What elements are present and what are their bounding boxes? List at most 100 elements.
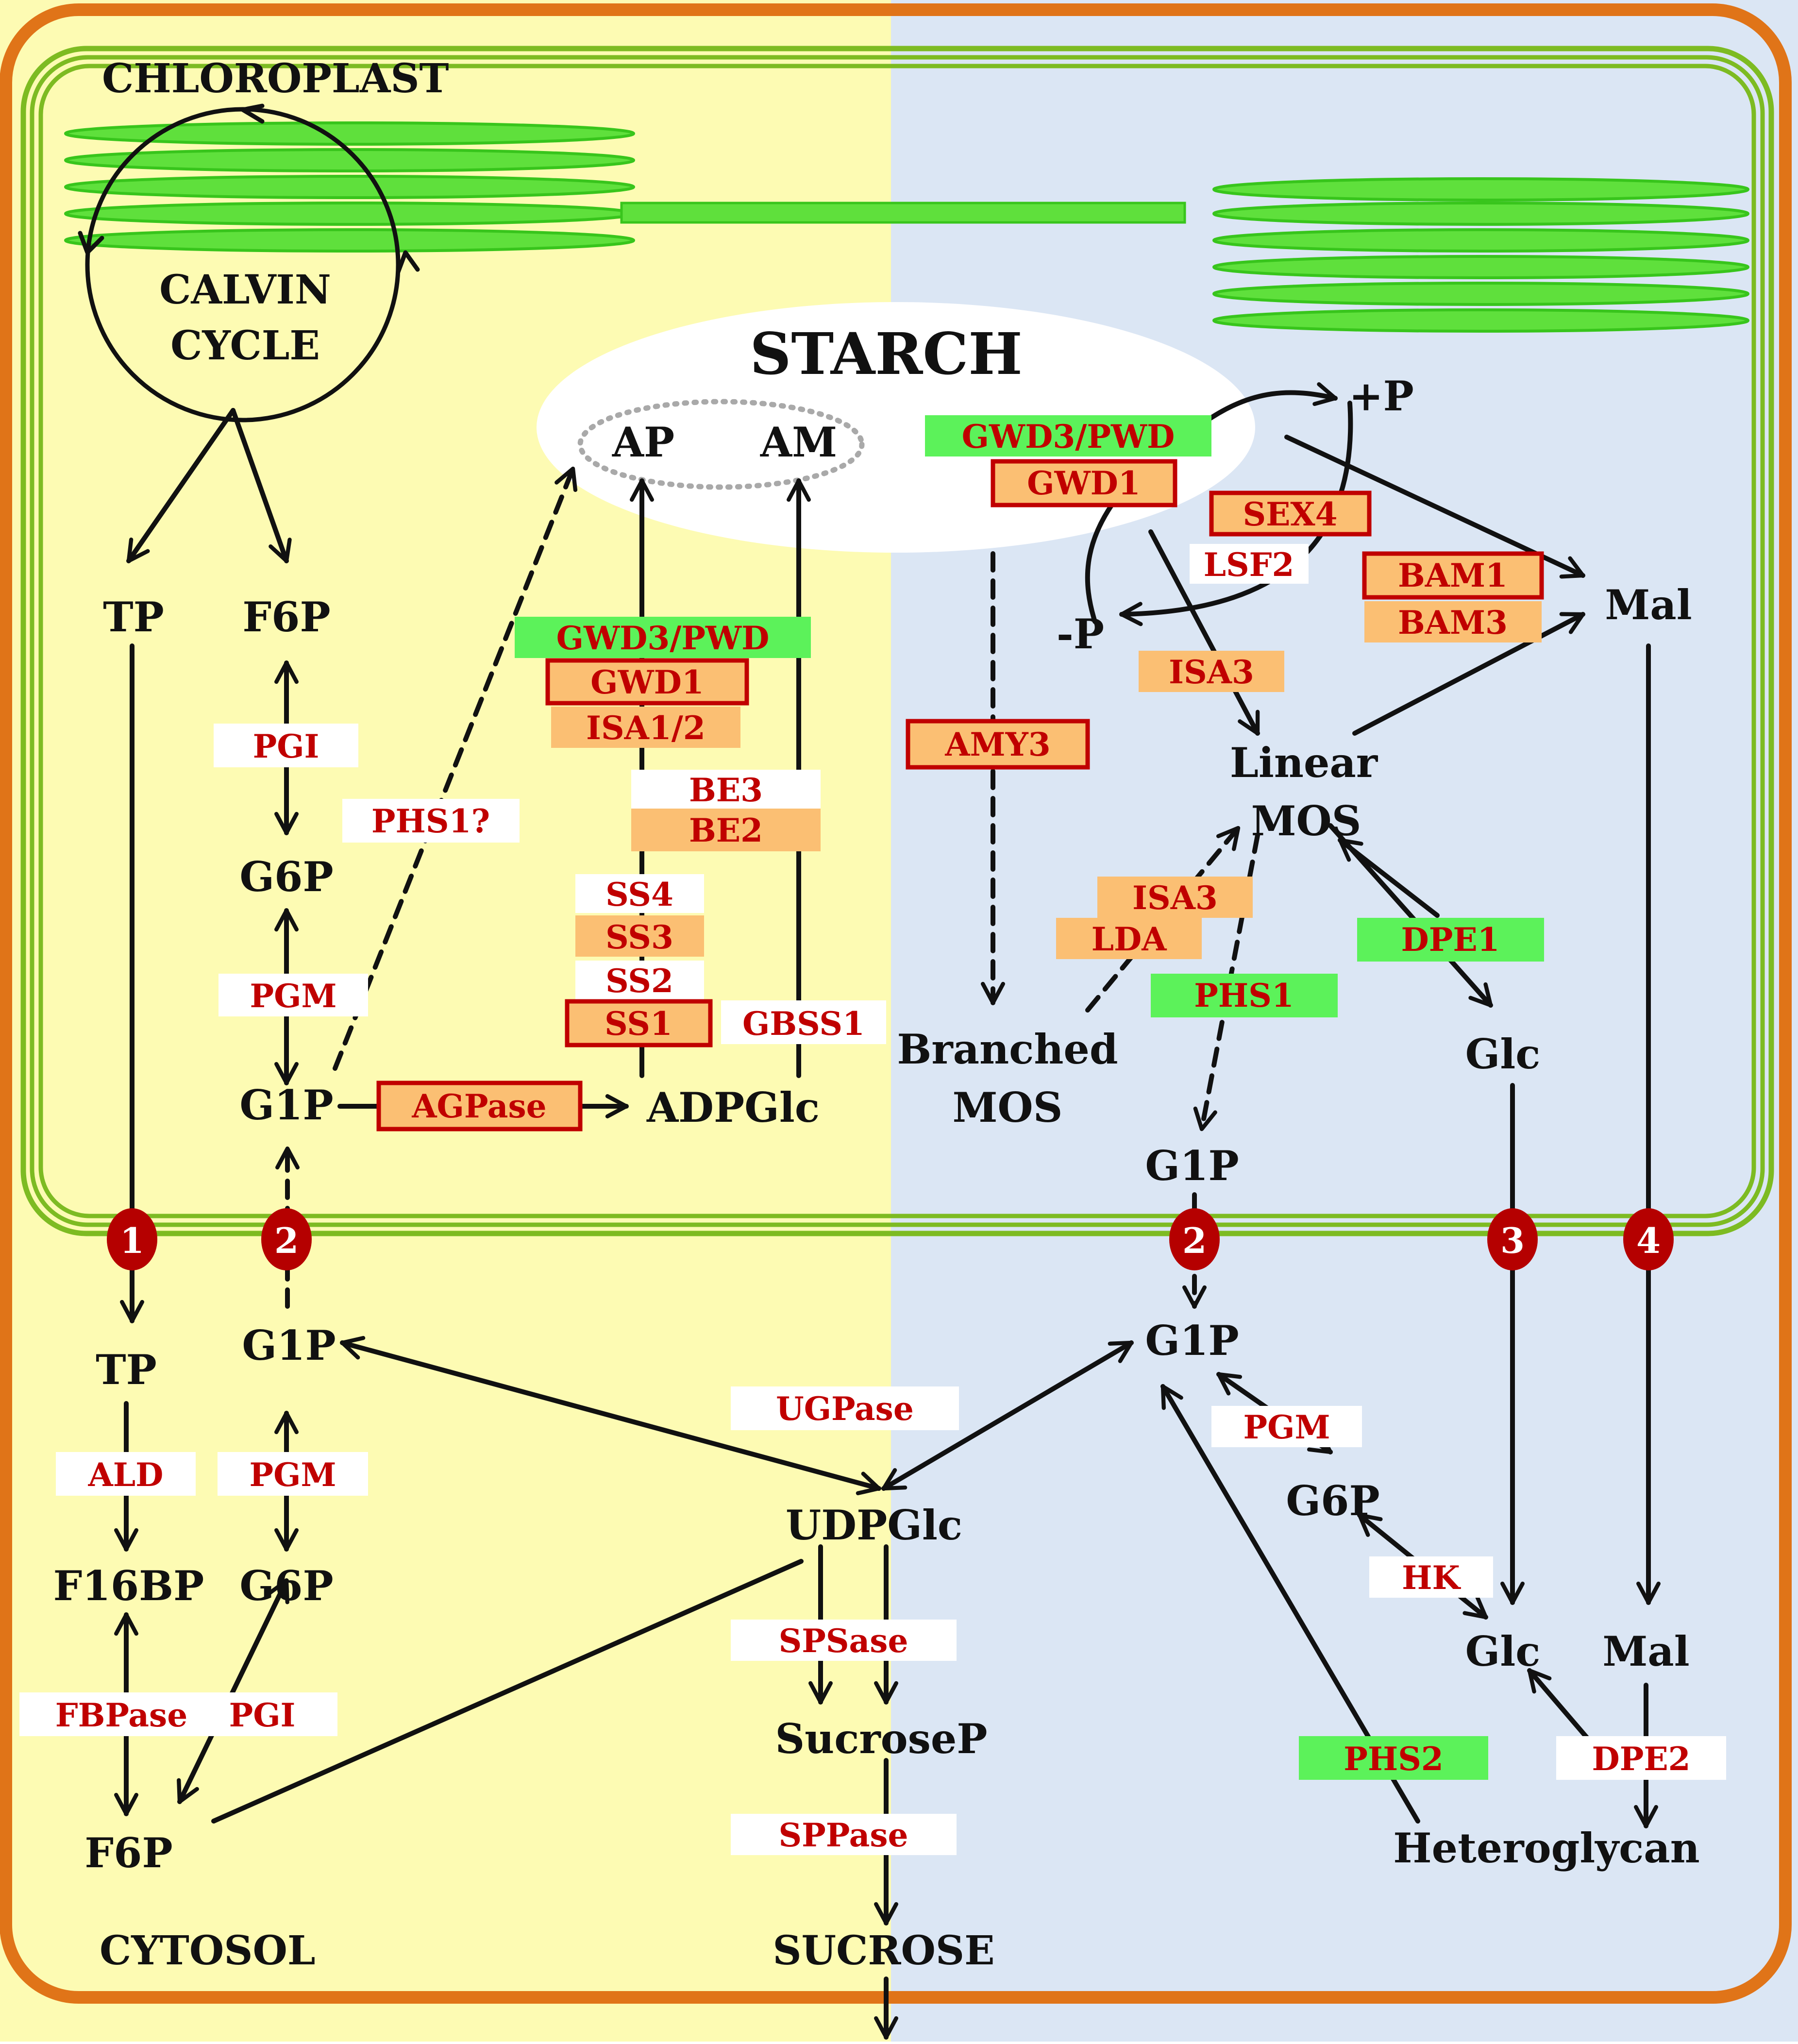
chloroplast-envelope bbox=[20, 46, 1774, 1236]
transporter-3-label: 3 bbox=[1500, 1220, 1525, 1261]
enzyme-label: ISA3 bbox=[1169, 653, 1254, 691]
enzyme-label: DPE1 bbox=[1401, 921, 1499, 959]
thylakoid-stack-right bbox=[1212, 177, 1749, 333]
transporter-2-right: 2 bbox=[1169, 1208, 1220, 1270]
enzyme-ald: ALD bbox=[56, 1452, 196, 1496]
enzyme-ss4: SS4 bbox=[575, 874, 704, 913]
metabolite-glc-chl: Glc bbox=[1465, 1030, 1541, 1078]
starch-label: STARCH bbox=[750, 320, 1023, 388]
enzyme-label: FBPase bbox=[55, 1696, 187, 1734]
transporter-3: 3 bbox=[1487, 1208, 1538, 1270]
enzyme-amy3: AMY3 bbox=[906, 719, 1090, 770]
enzyme-label: ISA1/2 bbox=[586, 709, 706, 747]
enzyme-be3: BE3 bbox=[631, 770, 821, 809]
enzyme-agpase: AGPase bbox=[376, 1081, 583, 1132]
enzyme-sppase: SPPase bbox=[731, 1814, 957, 1855]
cytosol-label: CYTOSOL bbox=[100, 1927, 316, 1974]
enzyme-label: PGI bbox=[253, 727, 319, 765]
cell-border bbox=[0, 3, 1792, 2004]
enzyme-ss1: SS1 bbox=[565, 999, 713, 1047]
enzyme-label: SPPase bbox=[778, 1816, 908, 1854]
transporter-2-right-label: 2 bbox=[1182, 1220, 1207, 1261]
enzyme-lsf2: LSF2 bbox=[1190, 544, 1309, 584]
enzyme-label: SS3 bbox=[605, 918, 673, 956]
enzyme-pgm-cyt-right: PGM bbox=[1211, 1406, 1362, 1447]
enzyme-label: GWD3/PWD bbox=[556, 619, 770, 657]
enzyme-pgi-cyt: PGI bbox=[202, 1692, 337, 1736]
enzyme-label: ISA3 bbox=[1132, 879, 1218, 917]
enzyme-label: AGPase bbox=[411, 1087, 546, 1125]
metabolite-tp-chl: TP bbox=[103, 593, 164, 641]
enzyme-pgi-chl: PGI bbox=[214, 724, 358, 767]
transporter-2-left: 2 bbox=[261, 1208, 312, 1270]
metabolites: AP AM TP F6P G6P G1P ADPGlc +P -P Mal Li… bbox=[53, 372, 1700, 1877]
enzyme-label: PHS1 bbox=[1194, 977, 1294, 1014]
enzyme-label: BAM1 bbox=[1398, 557, 1508, 594]
enzyme-label: LDA bbox=[1092, 920, 1167, 958]
metabolite-g1p-cyt-left: G1P bbox=[242, 1321, 336, 1369]
enzyme-ss3: SS3 bbox=[575, 915, 704, 957]
metabolite-g1p-night-chl: G1P bbox=[1145, 1142, 1239, 1190]
metabolite-mos: MOS bbox=[1251, 797, 1361, 845]
metabolite-mal-cyt: Mal bbox=[1602, 1627, 1689, 1675]
enzyme-label: SS4 bbox=[605, 876, 673, 913]
enzyme-gwd1-day: GWD1 bbox=[545, 658, 749, 706]
enzyme-lda: LDA bbox=[1056, 918, 1202, 959]
enzyme-phs1q: PHS1? bbox=[342, 799, 520, 843]
enzyme-bam3: BAM3 bbox=[1364, 601, 1542, 642]
metabolite-g6p-cyt-right: G6P bbox=[1286, 1477, 1379, 1525]
enzyme-fbpase: FBPase bbox=[19, 1692, 223, 1736]
enzyme-dpe1: DPE1 bbox=[1357, 918, 1544, 962]
enzyme-label: PGM bbox=[250, 977, 336, 1015]
metabolite-sucrosep: SucroseP bbox=[775, 1715, 987, 1763]
enzyme-label: SS2 bbox=[605, 962, 673, 1000]
enzyme-gwd3pwd-night: GWD3/PWD bbox=[925, 415, 1211, 456]
enzyme-label: HK bbox=[1402, 1559, 1461, 1597]
enzyme-label: DPE2 bbox=[1592, 1740, 1690, 1778]
metabolite-am: AM bbox=[760, 418, 837, 466]
cycle-label: CYCLE bbox=[170, 322, 320, 369]
transporter-1-label: 1 bbox=[120, 1220, 144, 1261]
enzyme-label: UGPase bbox=[776, 1390, 914, 1428]
enzyme-isa12: ISA1/2 bbox=[551, 707, 740, 748]
enzyme-gwd1-night: GWD1 bbox=[991, 459, 1177, 507]
enzyme-label: PGI bbox=[229, 1696, 296, 1734]
metabolite-glc-cyt: Glc bbox=[1465, 1627, 1541, 1675]
transporters: 1 2 2 3 4 bbox=[107, 1208, 1674, 1270]
metabolite-linear: Linear bbox=[1230, 739, 1378, 787]
metabolite-g6p-cyt-left: G6P bbox=[239, 1562, 333, 1610]
metabolite-f6p-cyt: F6P bbox=[84, 1829, 172, 1877]
night-background bbox=[891, 0, 1798, 2042]
chloroplast-label: CHLOROPLAST bbox=[102, 55, 449, 102]
metabolite-tp-cyt: TP bbox=[96, 1346, 157, 1394]
ap-am-dotted-ellipse bbox=[577, 399, 865, 490]
enzyme-label: BE3 bbox=[689, 771, 763, 809]
enzyme-isa3-a: ISA3 bbox=[1139, 651, 1284, 692]
enzyme-ugpase: UGPase bbox=[731, 1386, 959, 1430]
calvin-cycle-arrowheads bbox=[78, 103, 420, 274]
metabolite-adpglc: ADPGlc bbox=[646, 1083, 820, 1132]
metabolite-branched-mos: MOS bbox=[953, 1083, 1063, 1132]
metabolite-ap: AP bbox=[612, 418, 674, 466]
metabolite-plus-p: +P bbox=[1349, 372, 1414, 420]
enzyme-label: PGM bbox=[1243, 1408, 1330, 1446]
metabolite-minus-p: -P bbox=[1057, 610, 1104, 658]
enzyme-label: BE2 bbox=[689, 811, 763, 849]
metabolite-f6p-chl: F6P bbox=[242, 593, 330, 641]
enzyme-label: AMY3 bbox=[944, 726, 1050, 763]
enzyme-gbss1: GBSS1 bbox=[721, 1000, 886, 1044]
metabolite-branched: Branched bbox=[897, 1025, 1118, 1073]
metabolite-udpglc: UDPGlc bbox=[786, 1501, 962, 1549]
enzyme-label: GWD1 bbox=[1027, 464, 1141, 502]
enzyme-be2: BE2 bbox=[631, 809, 821, 851]
enzyme-label: PGM bbox=[249, 1456, 336, 1494]
enzyme-ss2: SS2 bbox=[575, 961, 704, 1000]
metabolite-heteroglycan: Heteroglycan bbox=[1393, 1824, 1699, 1872]
enzyme-label: SPSase bbox=[779, 1622, 908, 1660]
enzyme-label: SEX4 bbox=[1243, 495, 1337, 533]
enzyme-phs2: PHS2 bbox=[1299, 1736, 1488, 1780]
metabolite-g1p-chl: G1P bbox=[239, 1081, 333, 1129]
enzyme-label: SS1 bbox=[605, 1005, 672, 1043]
